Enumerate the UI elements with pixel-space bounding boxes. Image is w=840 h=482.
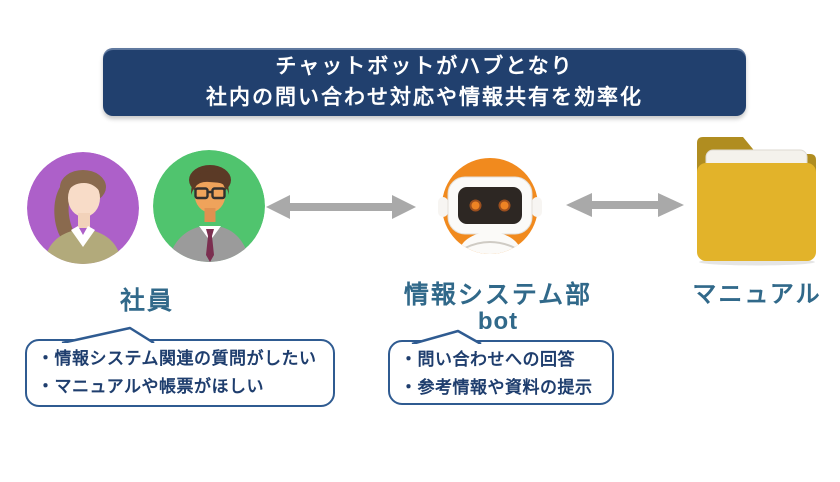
banner-line1: チャットボットがハブとなり <box>275 55 574 78</box>
manual-folder-icon <box>697 137 816 266</box>
male-employee-avatar-icon <box>153 150 265 262</box>
bot-label-line1: 情報システム部 <box>403 281 593 309</box>
chatbot-robot-icon <box>438 158 542 254</box>
bot-manual-arrow-icon <box>566 193 684 217</box>
manual-label: マニュアル <box>692 281 822 308</box>
bot-offers-bubble-tail <box>411 329 482 344</box>
bot-label: 情報システム部 bot <box>398 281 598 335</box>
employee-needs-bubble-tail <box>61 326 155 343</box>
title-banner: チャットボットがハブとなり 社内の問い合わせ対応や情報共有を効率化 <box>103 48 746 116</box>
bot-offer-item: ・問い合わせへの回答 <box>400 350 575 369</box>
employee-need-item: ・情報システム関連の質問がしたい <box>37 349 317 368</box>
banner-line2: 社内の問い合わせ対応や情報共有を効率化 <box>206 86 643 109</box>
bot-offers-bubble: ・問い合わせへの回答 ・参考情報や資料の提示 <box>388 329 614 405</box>
female-employee-avatar-icon <box>27 152 139 264</box>
employee-needs-bubble: ・情報システム関連の質問がしたい ・マニュアルや帳票がほしい <box>25 326 335 407</box>
bot-offer-item: ・参考情報や資料の提示 <box>400 378 593 397</box>
employees-bot-arrow-icon <box>266 195 416 219</box>
employee-need-item: ・マニュアルや帳票がほしい <box>37 377 264 396</box>
employees-label: 社員 <box>119 287 174 315</box>
bot-label-line2: bot <box>477 308 519 335</box>
